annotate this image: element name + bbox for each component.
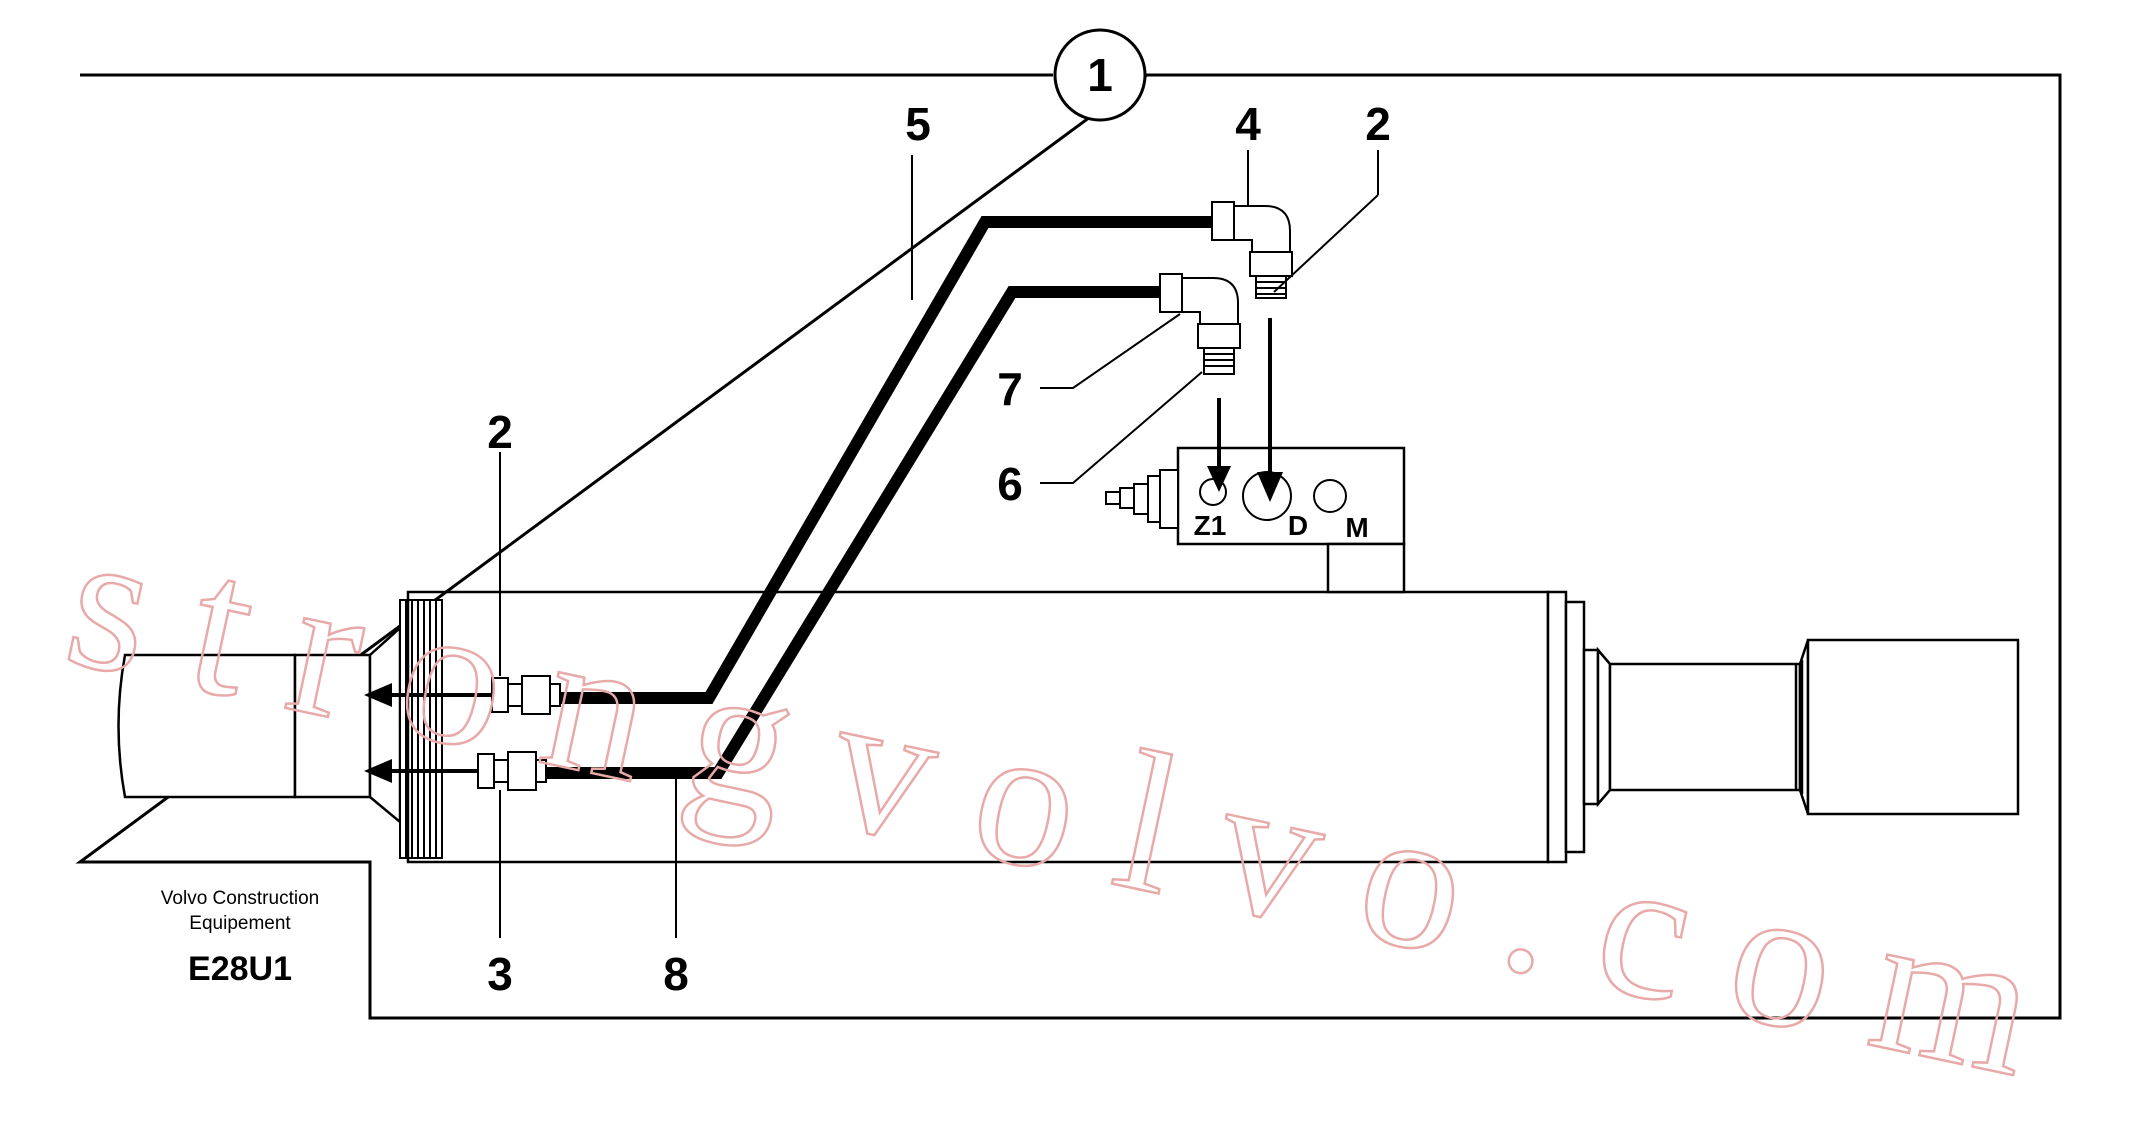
cylinder-rod-end xyxy=(117,625,402,825)
callout-6: 6 xyxy=(997,458,1023,510)
cylinder-fitting-3 xyxy=(477,751,547,791)
flow-arrows-block xyxy=(1207,318,1283,502)
callout-3: 3 xyxy=(487,948,513,1000)
callout-2-left: 2 xyxy=(487,406,513,458)
callout-7: 7 xyxy=(997,363,1023,415)
callout-8: 8 xyxy=(663,948,689,1000)
leader-lines xyxy=(499,150,1379,938)
main-callout-number: 1 xyxy=(1087,49,1113,101)
flow-arrows-cylinder xyxy=(364,683,492,783)
hose-8 xyxy=(545,286,1160,779)
main-callout: 1 xyxy=(1053,28,1147,122)
callout-5: 5 xyxy=(905,98,931,150)
outer-frame xyxy=(75,73,2062,1020)
port-z1-label: Z1 xyxy=(1194,510,1227,541)
port-d-label: D xyxy=(1288,510,1308,541)
credit-line-2: Equipement xyxy=(189,913,291,934)
drawing-code: E28U1 xyxy=(188,950,292,988)
credit-line-1: Volvo Construction xyxy=(161,888,319,909)
elbow-fitting-7 xyxy=(1159,273,1241,375)
port-m-label: M xyxy=(1345,512,1368,543)
callout-4: 4 xyxy=(1235,98,1261,150)
watermark-text: strongvolvo.com xyxy=(51,487,2053,1119)
callout-2-top: 2 xyxy=(1365,98,1391,150)
piston-rod xyxy=(1596,638,2020,816)
cylinder-fitting-2 xyxy=(491,675,561,715)
relief-valve xyxy=(1105,469,1179,529)
cylinder-end-rings xyxy=(1546,590,1600,864)
hose-5 xyxy=(555,216,1212,704)
elbow-fitting-4 xyxy=(1211,201,1293,299)
port-m-circle xyxy=(1313,479,1347,513)
